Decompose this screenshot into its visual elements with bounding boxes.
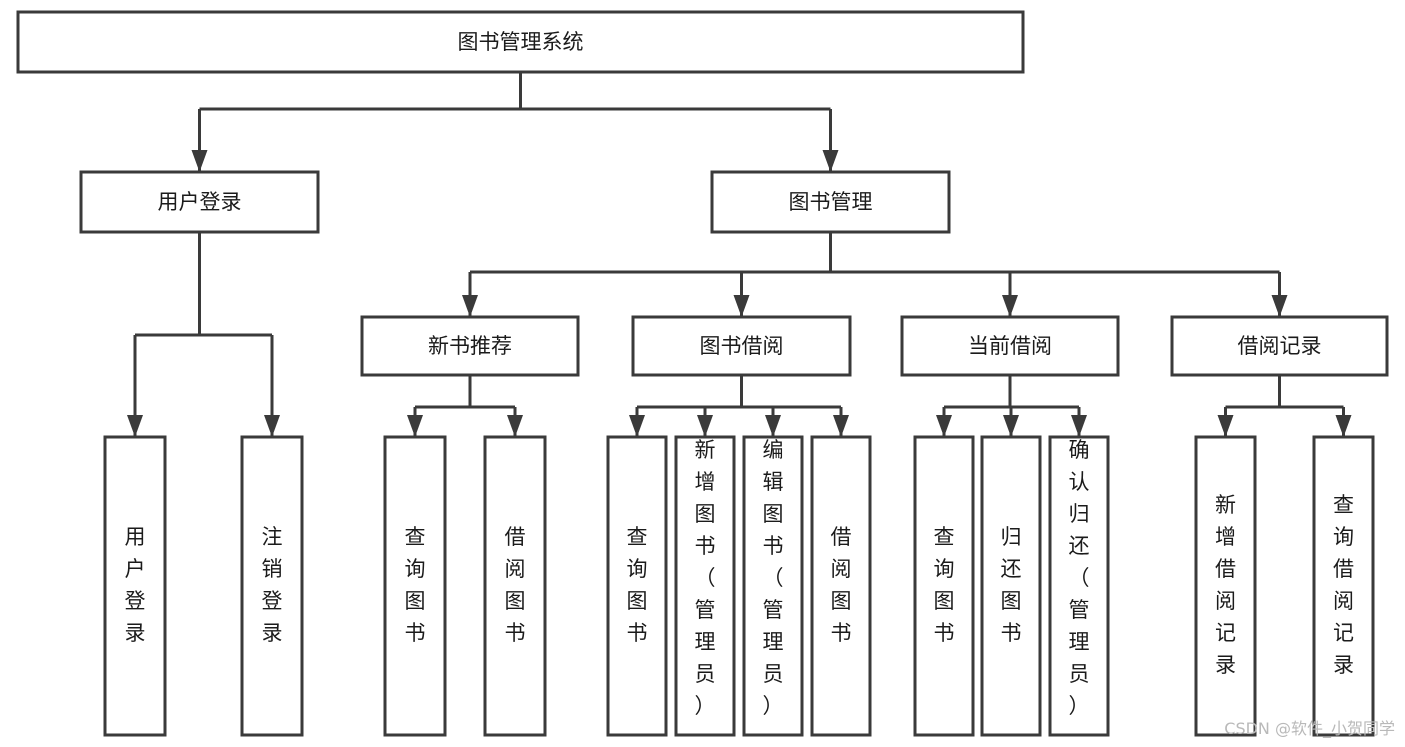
node-root[interactable]: 图书管理系统	[16, 10, 1025, 74]
node-current-return-book[interactable]: 归还图书	[980, 435, 1042, 737]
node-box-book-manage	[710, 170, 951, 234]
node-current-borrow[interactable]: 当前借阅	[900, 315, 1120, 377]
node-label-borrow-borrow-book: 借阅图书	[831, 525, 852, 645]
connectors-layer	[127, 72, 1352, 437]
arrow-head-icon	[697, 415, 713, 437]
node-label-user-login-login: 用户登录	[125, 525, 146, 645]
node-box-recommend-query-book	[383, 435, 447, 737]
arrow-head-icon	[833, 415, 849, 437]
node-label-new-book-recommend: 新书推荐	[428, 334, 512, 358]
node-box-recommend-borrow-book	[483, 435, 547, 737]
node-label-user-login-logout: 注销登录	[262, 525, 283, 645]
arrow-head-icon	[191, 150, 208, 172]
node-label-user-login: 用户登录	[158, 190, 242, 214]
node-label-record-query-record: 查询借阅记录	[1333, 493, 1354, 677]
node-box-current-return-book	[980, 435, 1042, 737]
arrow-head-icon	[1002, 295, 1018, 317]
node-box-borrow-query-book	[606, 435, 668, 737]
node-box-record-query-record	[1312, 435, 1375, 737]
node-label-current-return-book: 归还图书	[1001, 525, 1022, 645]
node-label-current-confirm-return: 确认归还（管理员）	[1069, 438, 1090, 718]
node-label-root: 图书管理系统	[458, 30, 584, 54]
node-box-current-confirm-return	[1048, 435, 1110, 737]
arrow-head-icon	[822, 150, 839, 172]
node-box-user-login-logout	[240, 435, 304, 737]
node-book-borrow[interactable]: 图书借阅	[631, 315, 852, 377]
node-label-borrow-query-book: 查询图书	[627, 525, 648, 645]
arrow-head-icon	[127, 415, 143, 437]
arrow-head-icon	[1003, 415, 1019, 437]
node-recommend-query-book[interactable]: 查询图书	[383, 435, 447, 737]
node-label-borrow-record: 借阅记录	[1238, 334, 1322, 358]
arrow-head-icon	[629, 415, 645, 437]
arrow-head-icon	[1071, 415, 1087, 437]
node-box-root	[16, 10, 1025, 74]
node-box-new-book-recommend	[360, 315, 580, 377]
node-label-recommend-borrow-book: 借阅图书	[505, 525, 526, 645]
node-box-borrow-borrow-book	[810, 435, 872, 737]
node-box-book-borrow	[631, 315, 852, 377]
node-current-confirm-return[interactable]: 确认归还（管理员）	[1048, 435, 1110, 737]
arrow-head-icon	[407, 415, 423, 437]
node-record-query-record[interactable]: 查询借阅记录	[1312, 435, 1375, 737]
node-borrow-add-book[interactable]: 新增图书（管理员）	[674, 435, 736, 737]
node-label-current-borrow: 当前借阅	[968, 334, 1052, 358]
arrow-head-icon	[1217, 415, 1234, 437]
node-box-record-add-record	[1194, 435, 1257, 737]
node-book-manage[interactable]: 图书管理	[710, 170, 951, 234]
arrow-head-icon	[462, 295, 478, 317]
node-label-recommend-query-book: 查询图书	[405, 525, 426, 645]
node-user-login-logout[interactable]: 注销登录	[240, 435, 304, 737]
node-box-borrow-edit-book	[742, 435, 804, 737]
node-box-current-query-book	[913, 435, 975, 737]
node-label-borrow-add-book: 新增图书（管理员）	[695, 438, 716, 718]
node-current-query-book[interactable]: 查询图书	[913, 435, 975, 737]
arrow-head-icon	[264, 415, 280, 437]
node-box-user-login	[79, 170, 320, 234]
node-user-login-login[interactable]: 用户登录	[103, 435, 167, 737]
node-label-record-add-record: 新增借阅记录	[1215, 493, 1236, 677]
node-user-login[interactable]: 用户登录	[79, 170, 320, 234]
node-label-book-manage: 图书管理	[789, 190, 873, 214]
arrow-head-icon	[936, 415, 952, 437]
arrow-head-icon	[1271, 295, 1288, 317]
arrow-head-icon	[765, 415, 781, 437]
node-label-current-query-book: 查询图书	[934, 525, 955, 645]
node-borrow-record[interactable]: 借阅记录	[1170, 315, 1389, 377]
node-recommend-borrow-book[interactable]: 借阅图书	[483, 435, 547, 737]
arrow-head-icon	[733, 295, 750, 317]
node-label-borrow-edit-book: 编辑图书（管理员）	[763, 438, 784, 718]
node-borrow-borrow-book[interactable]: 借阅图书	[810, 435, 872, 737]
arrow-head-icon	[507, 415, 523, 437]
node-new-book-recommend[interactable]: 新书推荐	[360, 315, 580, 377]
node-label-book-borrow: 图书借阅	[700, 334, 784, 358]
node-record-add-record[interactable]: 新增借阅记录	[1194, 435, 1257, 737]
node-borrow-query-book[interactable]: 查询图书	[606, 435, 668, 737]
node-box-current-borrow	[900, 315, 1120, 377]
nodes-layer: 图书管理系统用户登录用户登录注销登录图书管理新书推荐查询图书借阅图书图书借阅查询…	[16, 10, 1389, 737]
node-box-borrow-record	[1170, 315, 1389, 377]
node-borrow-edit-book[interactable]: 编辑图书（管理员）	[742, 435, 804, 737]
node-box-borrow-add-book	[674, 435, 736, 737]
node-box-user-login-login	[103, 435, 167, 737]
arrow-head-icon	[1335, 415, 1352, 437]
